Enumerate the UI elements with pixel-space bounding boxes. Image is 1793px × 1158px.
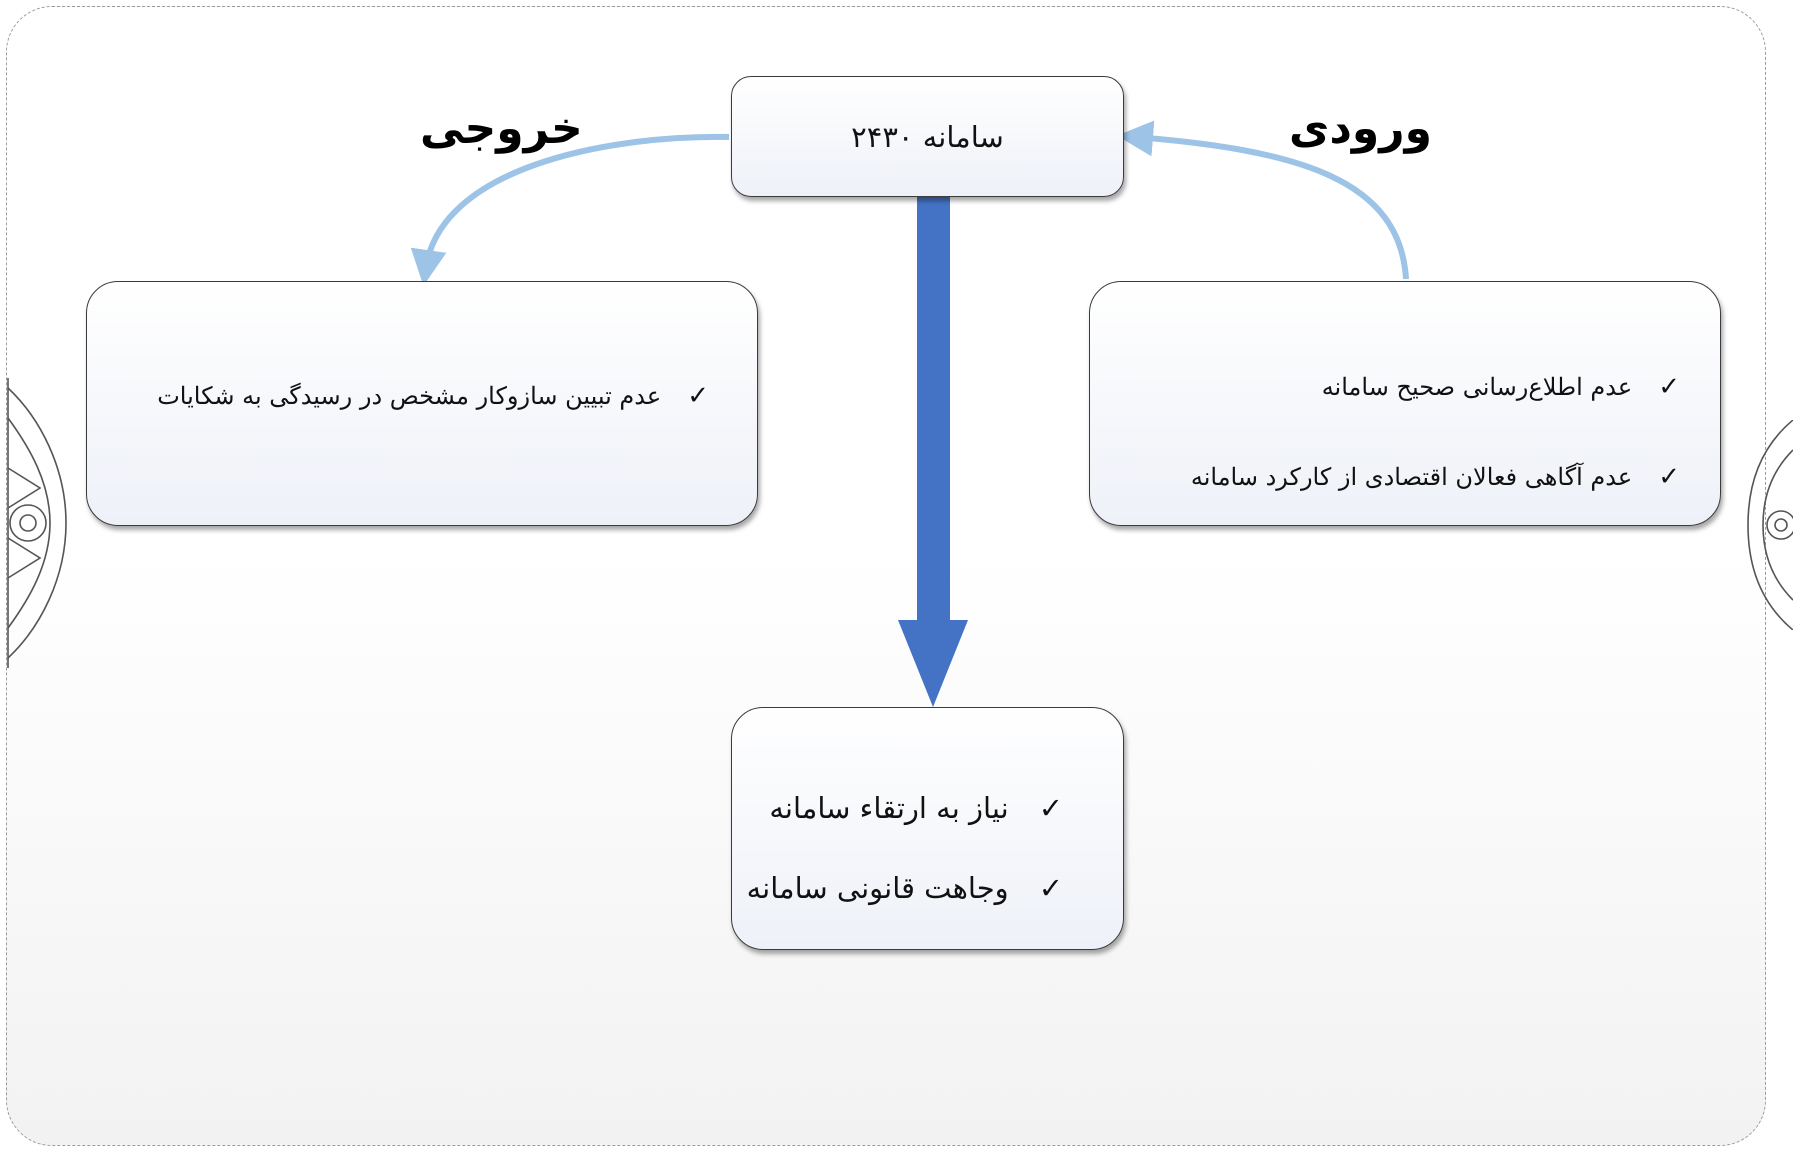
input-node: ✓ عدم اطلاع‌رسانی صحیح سامانه ✓ عدم آگاه… [1089, 281, 1721, 526]
list-item: ✓ عدم آگاهی فعالان اقتصادی از کارکرد سام… [1191, 432, 1680, 522]
list-item-text: عدم اطلاع‌رسانی صحیح سامانه [1321, 373, 1633, 401]
center-node: سامانه ۲۴۳۰ [731, 76, 1124, 197]
result-list: ✓ نیاز به ارتقاء سامانه ✓ وجاهت قانونی س… [747, 768, 1063, 928]
list-item: ✓ وجاهت قانونی سامانه [747, 848, 1063, 928]
output-label: خروجی [420, 103, 583, 154]
list-item: ✓ عدم تبیین سازوکار مشخص در رسیدگی به شک… [157, 381, 709, 411]
ornament-left-icon [7, 378, 67, 668]
output-curve-arrow [410, 133, 730, 286]
list-item-text: نیاز به ارتقاء سامانه [769, 791, 1009, 825]
check-icon: ✓ [1658, 372, 1680, 402]
list-item: ✓ عدم اطلاع‌رسانی صحیح سامانه [1191, 342, 1680, 432]
input-curve-arrow [1117, 120, 1409, 280]
output-list: ✓ عدم تبیین سازوکار مشخص در رسیدگی به شک… [157, 381, 709, 411]
input-list: ✓ عدم اطلاع‌رسانی صحیح سامانه ✓ عدم آگاه… [1191, 342, 1680, 522]
ornament-right-icon [1747, 420, 1793, 630]
input-label: ورودی [1289, 103, 1432, 154]
check-icon: ✓ [1658, 462, 1680, 492]
check-icon: ✓ [687, 381, 709, 411]
check-icon: ✓ [1038, 871, 1063, 905]
list-item-text: وجاهت قانونی سامانه [746, 871, 1009, 905]
check-icon: ✓ [1038, 791, 1063, 825]
center-node-title: سامانه ۲۴۳۰ [851, 119, 1004, 154]
main-down-arrow [898, 197, 968, 707]
list-item-text: عدم آگاهی فعالان اقتصادی از کارکرد سامان… [1190, 463, 1633, 491]
list-item: ✓ نیاز به ارتقاء سامانه [747, 768, 1063, 848]
output-node: ✓ عدم تبیین سازوکار مشخص در رسیدگی به شک… [86, 281, 758, 526]
list-item-text: عدم تبیین سازوکار مشخص در رسیدگی به شکای… [157, 382, 662, 410]
result-node: ✓ نیاز به ارتقاء سامانه ✓ وجاهت قانونی س… [731, 707, 1124, 950]
